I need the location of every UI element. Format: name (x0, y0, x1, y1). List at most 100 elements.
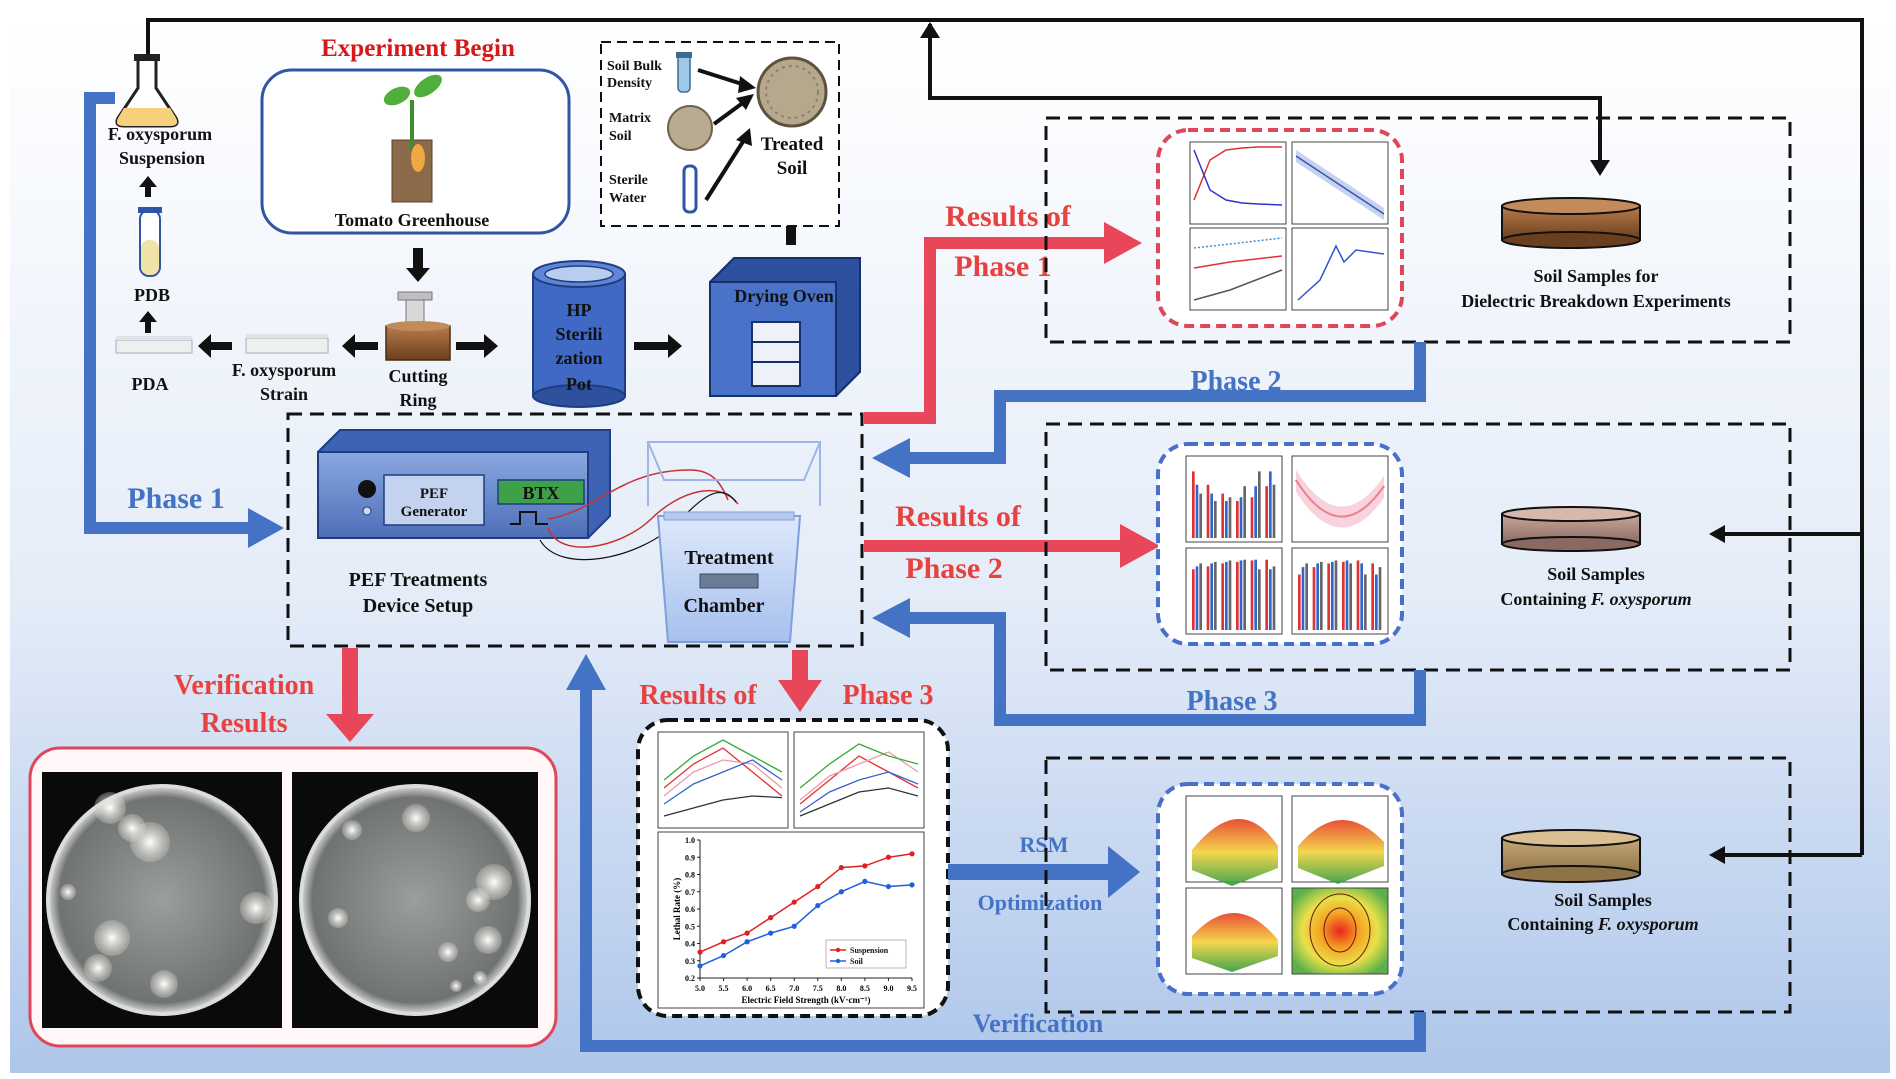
x-tick-label: 9.0 (883, 984, 893, 993)
arrow-up-to-pdb (139, 311, 157, 333)
mini-bar (1258, 569, 1261, 630)
mini-series-line (663, 795, 783, 817)
suspension-label-1: F. oxysporum (108, 124, 212, 144)
pdb-label: PDB (134, 285, 170, 305)
y-tick-label: 0.4 (685, 940, 695, 949)
dielectric-label-2: Dielectric Breakdown Experiments (1461, 291, 1731, 311)
mini-bar (1199, 493, 1202, 538)
arrow-right-to-hp (456, 334, 498, 358)
matrix-label-2: Soil (609, 129, 632, 144)
phase1-blue-arrowhead (248, 508, 284, 548)
mini-bar (1364, 574, 1367, 630)
strain-label-2: Strain (260, 384, 308, 404)
x-tick-label: 6.5 (766, 984, 776, 993)
legend-marker (835, 947, 841, 953)
data-point-suspension (720, 939, 727, 945)
mini-bar (1214, 501, 1217, 538)
suspension-label-2: Suspension (119, 148, 205, 168)
treatment-chamber-label-2: Chamber (683, 595, 764, 617)
phase3-blue-line (904, 612, 1426, 726)
mini-series-line (663, 747, 783, 797)
y-tick-label: 0.7 (685, 888, 695, 897)
top-connectors (146, 18, 1864, 857)
results-p1-label-b: Phase 1 (954, 250, 1052, 283)
soil-bulk-label-1: Soil Bulk (607, 59, 662, 74)
arrowhead-bulk (738, 76, 756, 93)
phase1-blue-line (84, 92, 255, 534)
tomato-greenhouse-label: Tomato Greenhouse (335, 210, 490, 230)
rsm-soil-label-2: Containing F. oxysporum (1507, 914, 1698, 934)
arrowhead-matrix (736, 94, 754, 110)
mini-bar (1192, 471, 1195, 538)
data-point-soil (768, 930, 774, 936)
cutting-ring-icon (385, 291, 451, 361)
phase2-bars-c (1298, 560, 1382, 630)
data-point-soil (862, 878, 868, 885)
cutting-label-1: Cutting (388, 366, 447, 386)
mini-bar (1269, 471, 1272, 538)
mini-bar (1265, 559, 1268, 630)
hp-label-3: zation (556, 348, 603, 368)
phase3-mini-lines-a (663, 739, 783, 817)
mini-series-line (663, 739, 783, 781)
verification-red-arrow (326, 648, 374, 742)
results-p3-label-b: Phase 3 (843, 680, 934, 711)
legend-label: Soil (850, 957, 864, 966)
petri-dish-photo-1 (42, 772, 282, 1028)
arrow-up-to-suspension (139, 176, 157, 197)
matrix-soil-icon (667, 105, 713, 151)
mini-bar (1225, 501, 1228, 538)
mini-bar (1221, 493, 1224, 538)
fo-soil-label-2-italic: F. oxysporum (1590, 589, 1692, 609)
pef-device-box (286, 412, 864, 648)
soil-bulk-label-2: Density (607, 76, 652, 91)
mini-bar (1312, 567, 1316, 630)
mini-series-line (663, 759, 783, 805)
mini-bar (1236, 501, 1239, 538)
fo-soil-label-2: Containing F. oxysporum (1500, 589, 1691, 609)
arrowhead-left-soil2 (1709, 525, 1725, 543)
mini-series-line (799, 771, 919, 813)
y-tick-label: 1.0 (685, 836, 695, 845)
mini-bar (1199, 563, 1202, 630)
arrowhead-down-dielectric (1590, 160, 1610, 176)
pda-dish-icon (115, 336, 193, 354)
mini-bar (1342, 561, 1345, 630)
rsm-soil-label-2-italic: F. oxysporum (1597, 914, 1699, 934)
mini-bar (1272, 566, 1276, 630)
pef-setup-label-1: PEF Treatments (349, 569, 488, 591)
arrowhead-left-soil3 (1709, 846, 1725, 864)
matrix-label-1: Matrix (609, 111, 651, 126)
data-point-soil (909, 882, 915, 888)
mini-bar (1345, 560, 1349, 630)
x-tick-label: 8.5 (860, 984, 870, 993)
pda-label: PDA (132, 374, 169, 394)
dielectric-soil-sample-icon (1501, 197, 1641, 249)
data-point-suspension (862, 863, 868, 869)
x-axis-title: Electric Field Strength (kV·cm⁻¹) (741, 995, 870, 1005)
mini-bar (1327, 563, 1330, 630)
mini-bar (1206, 566, 1210, 630)
data-point-soil (885, 883, 892, 890)
phase3-blue-arrowhead (872, 598, 910, 638)
mini-bar (1331, 561, 1334, 630)
phase2-label: Phase 2 (1191, 366, 1282, 397)
mini-bar (1305, 563, 1308, 630)
seedling-icon (383, 74, 442, 203)
mini-bar (1195, 566, 1199, 630)
mini-bar (1228, 497, 1232, 538)
mini-bar (1254, 559, 1257, 630)
mini-bar (1272, 484, 1276, 538)
phase2-blue-arrowhead (872, 438, 910, 478)
treated-soil-texture (765, 65, 819, 119)
mini-bar (1210, 563, 1213, 630)
sterile-label-1: Sterile (609, 173, 648, 188)
mini-bar (1316, 563, 1319, 630)
drying-oven-label: Drying Oven (734, 286, 834, 306)
phase3-label: Phase 3 (1187, 686, 1278, 717)
data-point-suspension (815, 883, 821, 890)
strain-label-1: F. oxysporum (232, 360, 336, 380)
mini-bar (1349, 563, 1352, 630)
treated-soil-label-1: Treated (761, 134, 824, 155)
hp-label-4: Pot (566, 374, 592, 394)
